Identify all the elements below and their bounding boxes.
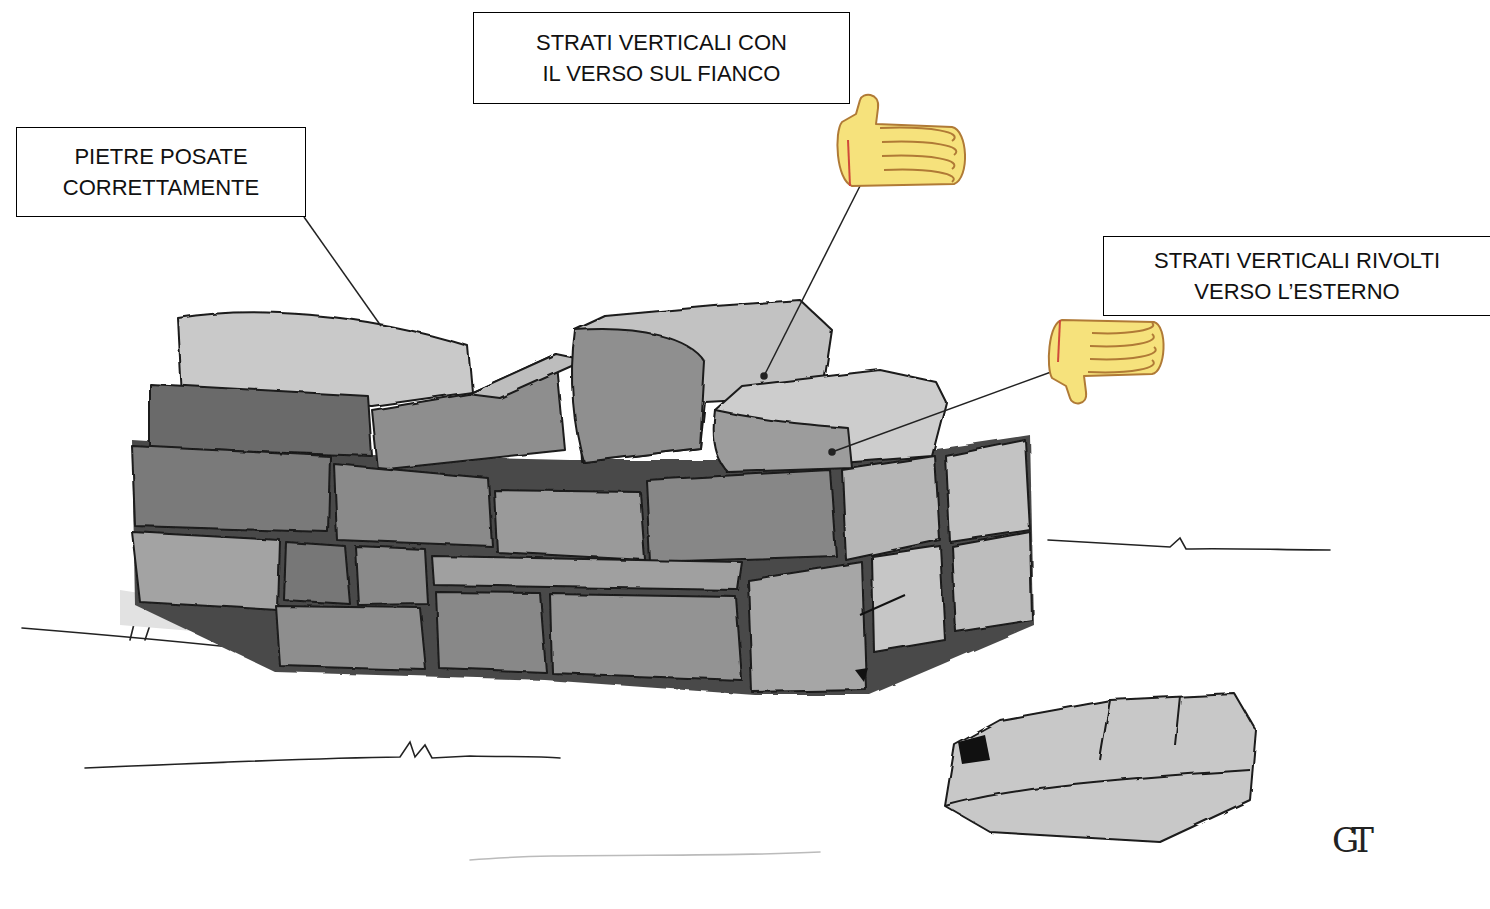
stone: [872, 546, 945, 652]
cuff-line: [848, 140, 850, 186]
stone: [550, 594, 742, 680]
ground-line: [85, 742, 560, 768]
stone: [946, 440, 1030, 542]
ground-line: [1048, 538, 1330, 550]
leader-line: [304, 217, 381, 326]
chip: [855, 668, 868, 682]
mortar: [132, 435, 1034, 695]
stone: [432, 556, 742, 590]
finger-lines: [1088, 323, 1156, 372]
stone-top: [468, 354, 585, 398]
loose-stones: [945, 694, 1256, 842]
callout-box: STRATI VERTICALI RIVOLTI VERSO L’ESTERNO: [1103, 236, 1490, 316]
leader-dot: [829, 449, 835, 455]
stone: [132, 446, 330, 532]
callout-box: PIETRE POSATE CORRETTAMENTE: [16, 127, 306, 217]
signature: GT: [1332, 820, 1366, 860]
thumb-up-icon: [837, 95, 965, 186]
stone: [334, 464, 492, 546]
leader-lines: [304, 186, 1062, 455]
stone: [284, 542, 350, 604]
stone: [436, 592, 546, 672]
stone: [646, 470, 836, 562]
crack: [860, 595, 905, 615]
finger-lines: [880, 128, 956, 182]
stones: [132, 300, 1256, 842]
callout-text: STRATI VERTICALI CON IL VERSO SUL FIANCO: [530, 27, 793, 89]
chip: [958, 735, 990, 764]
callout-text: PIETRE POSATE CORRETTAMENTE: [27, 141, 295, 203]
stone: [952, 532, 1032, 632]
callout-box: STRATI VERTICALI CON IL VERSO SUL FIANCO: [473, 12, 850, 104]
stone: [355, 546, 428, 605]
vertical-stone-face: [572, 329, 705, 462]
stone: [494, 490, 645, 560]
stone: [842, 456, 940, 560]
stone: [150, 384, 372, 456]
thumb-up-hand: [837, 95, 965, 186]
thumb-down-icon: [1049, 320, 1164, 403]
cuff-line: [1058, 320, 1060, 362]
callout-text: STRATI VERTICALI RIVOLTI VERSO L’ESTERNO: [1132, 245, 1462, 307]
loose-stone-edge: [945, 696, 1250, 806]
stone: [748, 562, 866, 692]
ground-line: [470, 852, 820, 860]
leader-line: [832, 368, 1062, 452]
leader-dot: [761, 373, 767, 379]
leader-line: [764, 186, 860, 376]
stone: [276, 606, 426, 670]
stone: [132, 532, 280, 610]
outward-stone-face: [714, 410, 852, 472]
thumb-down-hand: [1049, 320, 1164, 403]
